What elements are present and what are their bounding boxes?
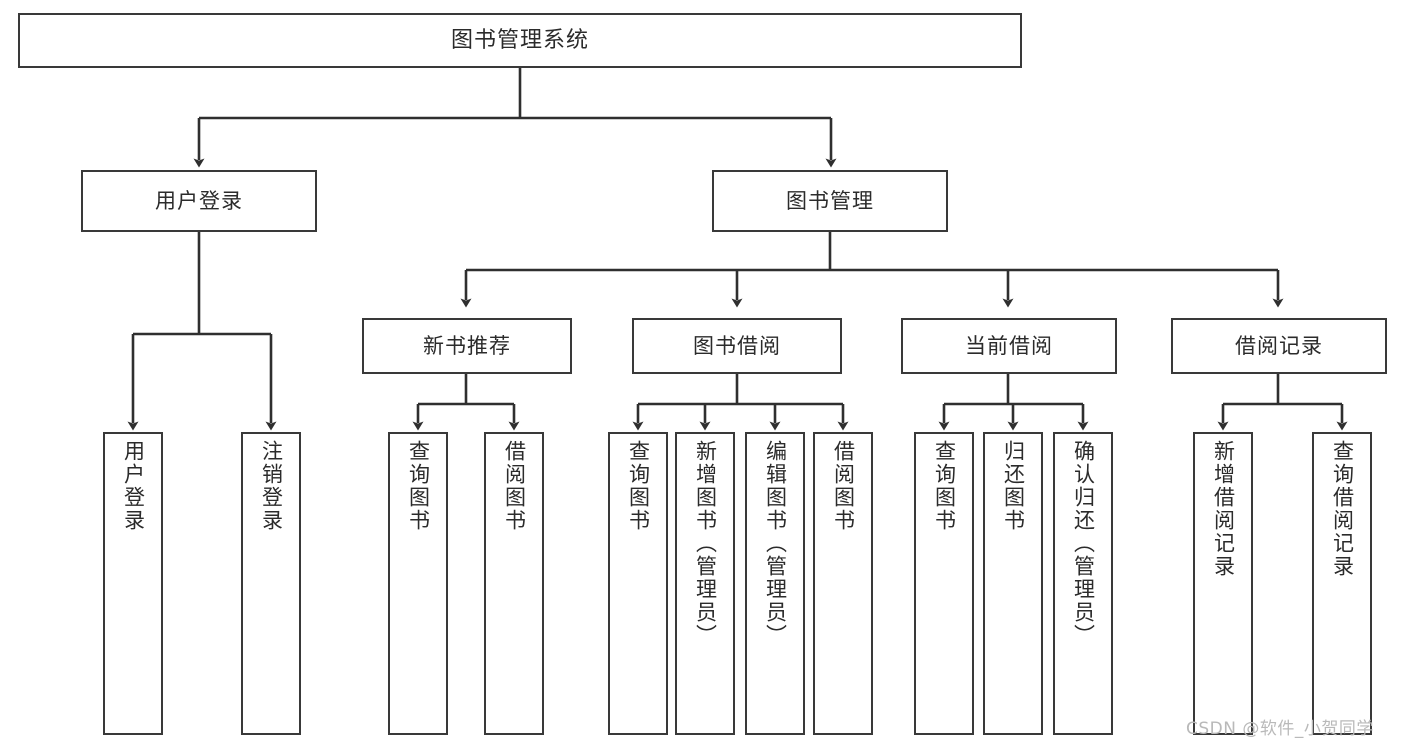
leaf-new-book-borrow-label: 借阅图书 bbox=[502, 440, 527, 532]
leaf-current-query[interactable]: 查询图书 bbox=[914, 432, 974, 735]
leaf-user-login-signin[interactable]: 用户登录 bbox=[103, 432, 163, 735]
node-new-book-recommend[interactable]: 新书推荐 bbox=[362, 318, 572, 374]
node-user-login-label: 用户登录 bbox=[155, 188, 243, 213]
leaf-records-add-label: 新增借阅记录 bbox=[1211, 440, 1236, 578]
leaf-new-book-borrow[interactable]: 借阅图书 bbox=[484, 432, 544, 735]
leaf-new-book-query[interactable]: 查询图书 bbox=[388, 432, 448, 735]
node-root[interactable]: 图书管理系统 bbox=[18, 13, 1022, 68]
leaf-borrow-query[interactable]: 查询图书 bbox=[608, 432, 668, 735]
node-new-book-recommend-label: 新书推荐 bbox=[423, 333, 511, 358]
leaf-borrow-edit-book-admin-label: 编辑图书（管理员） bbox=[763, 440, 788, 647]
leaf-current-query-label: 查询图书 bbox=[932, 440, 957, 532]
node-borrow-records[interactable]: 借阅记录 bbox=[1171, 318, 1387, 374]
node-book-management[interactable]: 图书管理 bbox=[712, 170, 948, 232]
node-book-management-label: 图书管理 bbox=[786, 188, 874, 213]
leaf-borrow-borrow-book[interactable]: 借阅图书 bbox=[813, 432, 873, 735]
node-book-borrow-label: 图书借阅 bbox=[693, 333, 781, 358]
leaf-borrow-add-book-admin-label: 新增图书（管理员） bbox=[693, 440, 718, 647]
leaf-current-confirm-return-admin-label: 确认归还（管理员） bbox=[1071, 440, 1096, 647]
leaf-current-return-book-label: 归还图书 bbox=[1001, 440, 1026, 532]
node-book-borrow[interactable]: 图书借阅 bbox=[632, 318, 842, 374]
leaf-borrow-edit-book-admin[interactable]: 编辑图书（管理员） bbox=[745, 432, 805, 735]
node-borrow-records-label: 借阅记录 bbox=[1235, 333, 1323, 358]
leaf-user-login-signin-label: 用户登录 bbox=[121, 440, 146, 532]
leaf-borrow-borrow-book-label: 借阅图书 bbox=[831, 440, 856, 532]
leaf-current-confirm-return-admin[interactable]: 确认归还（管理员） bbox=[1053, 432, 1113, 735]
leaf-user-login-signout[interactable]: 注销登录 bbox=[241, 432, 301, 735]
leaf-records-add[interactable]: 新增借阅记录 bbox=[1193, 432, 1253, 735]
node-current-borrow-label: 当前借阅 bbox=[965, 333, 1053, 358]
leaf-new-book-query-label: 查询图书 bbox=[406, 440, 431, 532]
leaf-user-login-signout-label: 注销登录 bbox=[259, 440, 284, 532]
leaf-records-query-label: 查询借阅记录 bbox=[1330, 440, 1355, 578]
leaf-borrow-query-label: 查询图书 bbox=[626, 440, 651, 532]
node-user-login[interactable]: 用户登录 bbox=[81, 170, 317, 232]
node-root-label: 图书管理系统 bbox=[450, 27, 589, 53]
leaf-records-query[interactable]: 查询借阅记录 bbox=[1312, 432, 1372, 735]
leaf-current-return-book[interactable]: 归还图书 bbox=[983, 432, 1043, 735]
node-current-borrow[interactable]: 当前借阅 bbox=[901, 318, 1117, 374]
leaf-borrow-add-book-admin[interactable]: 新增图书（管理员） bbox=[675, 432, 735, 735]
